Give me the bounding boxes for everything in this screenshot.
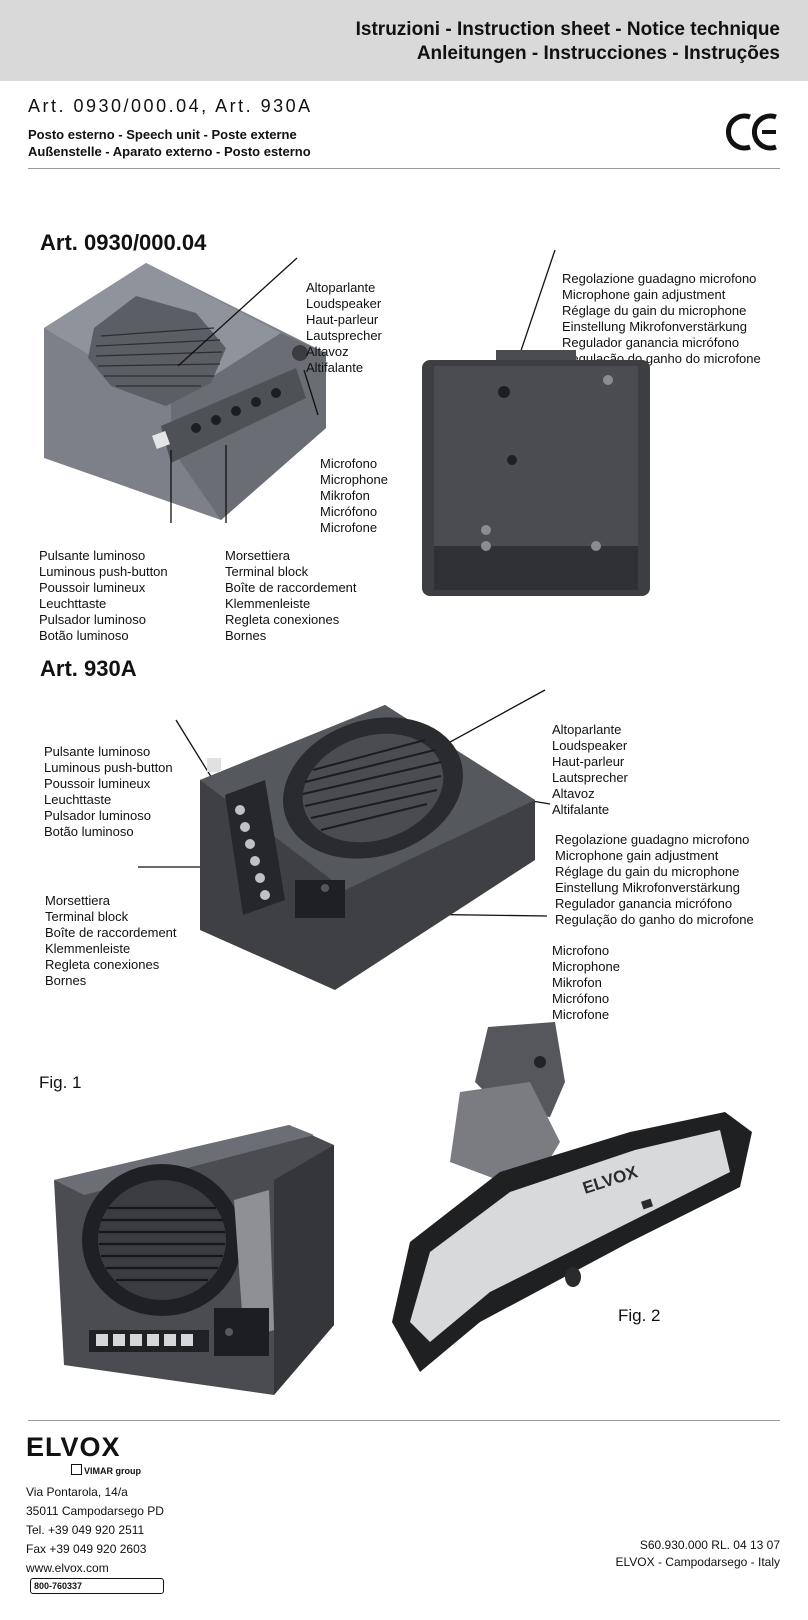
section1-heading: Art. 0930/000.04 (40, 230, 207, 255)
footer-address: Via Pontarola, 14/a 35011 Campodarsego P… (26, 1483, 164, 1594)
header-title-line2: Anleitungen - Instrucciones - Instruções (416, 43, 780, 64)
company-location: ELVOX - Campodarsego - Italy (615, 1555, 780, 1569)
section2-heading: Art. 930A (40, 656, 137, 681)
fig1-caption: Fig. 1 (39, 1073, 82, 1092)
subtitle-line1: Posto esterno - Speech unit - Poste exte… (28, 127, 297, 142)
header-title-line1: Istruzioni - Instruction sheet - Notice … (355, 19, 780, 40)
footer-right: S60.930.000 RL. 04 13 07 ELVOX - Campoda… (615, 1537, 780, 1571)
footer-divider (28, 1420, 780, 1421)
fig1-speech-unit-photo (54, 1125, 334, 1395)
header-band: Istruzioni - Instruction sheet - Notice … (0, 0, 808, 81)
article-title: Art. 0930/000.04, Art. 930A (28, 96, 313, 116)
speech-unit-930a-photo (200, 705, 535, 990)
fig2-caption: Fig. 2 (618, 1306, 661, 1325)
header-divider (28, 168, 780, 169)
speech-unit-0930-front-photo (44, 263, 326, 520)
document-code: S60.930.000 RL. 04 13 07 (639, 1538, 780, 1552)
elvox-logo: ELVOX VIMAR group (26, 1432, 141, 1476)
freephone-badge: 800-760337 (30, 1578, 164, 1594)
subtitle-line2: Außenstelle - Aparato externo - Posto es… (28, 144, 311, 159)
vimar-logo-icon (71, 1464, 82, 1475)
speech-unit-0930-back-photo (422, 350, 650, 596)
fig2-device-photo: ELVOX (392, 1022, 752, 1372)
ce-mark-icon (726, 113, 777, 151)
footer-website[interactable]: www.elvox.com (26, 1561, 109, 1575)
